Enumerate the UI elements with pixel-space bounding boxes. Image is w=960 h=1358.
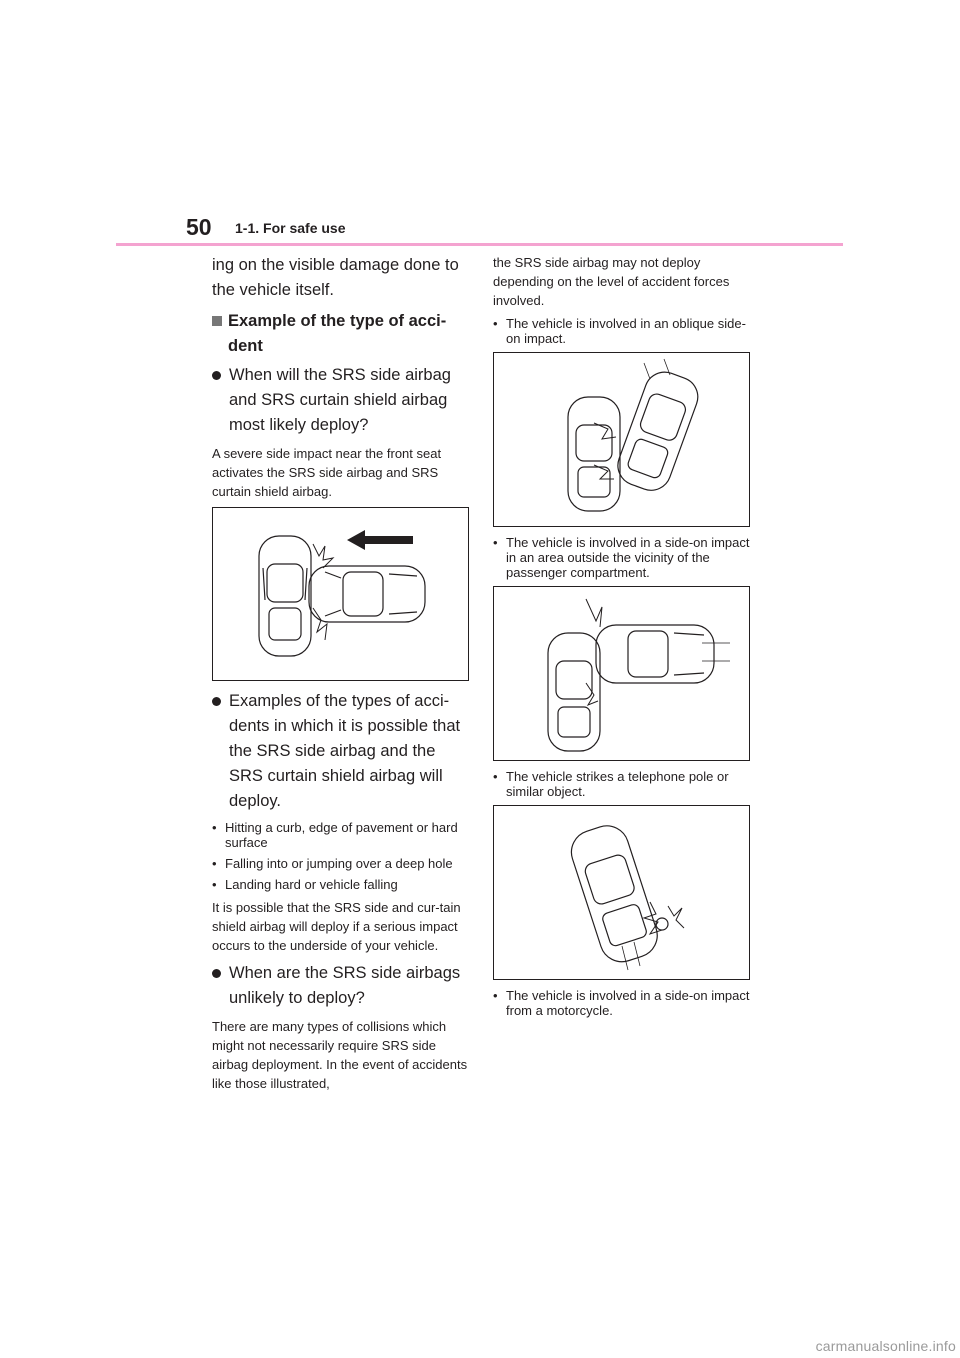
q1-heading-text: When will the SRS side airbag and SRS cu… <box>229 366 451 434</box>
list-item-text: The vehicle is involved in an oblique si… <box>506 316 746 346</box>
bullet-glyph: • <box>493 988 498 1003</box>
outside-cabin-impact-figure <box>493 586 750 761</box>
list-item: • The vehicle strikes a telephone pole o… <box>493 769 751 799</box>
section-title: 1-1. For safe use <box>235 220 346 236</box>
list-item: • The vehicle is involved in a side-on i… <box>493 535 751 580</box>
list-item: • Hitting a curb, edge of pavement or ha… <box>212 820 472 850</box>
example-heading: Example of the type of acci-dent <box>212 309 472 359</box>
q2-heading: Examples of the types of acci-dents in w… <box>212 689 472 814</box>
list-item: • The vehicle is involved in an oblique … <box>493 316 751 346</box>
oblique-impact-figure <box>493 352 750 527</box>
bullet-glyph: • <box>493 535 498 550</box>
list-item: • Landing hard or vehicle falling <box>212 877 472 892</box>
q2-heading-text: Examples of the types of acci-dents in w… <box>229 692 461 810</box>
bullet-glyph: • <box>493 769 498 784</box>
list-item-text: The vehicle strikes a telephone pole or … <box>506 769 729 799</box>
watermark: carmanualsonline.info <box>815 1338 956 1354</box>
q3-heading-text: When are the SRS side airbags unlikely t… <box>229 964 461 1007</box>
bullet-glyph: • <box>212 856 217 871</box>
example-heading-text: Example of the type of acci-dent <box>228 312 447 355</box>
bullet-glyph: • <box>212 877 217 892</box>
list-item: • The vehicle is involved in a side-on i… <box>493 988 751 1018</box>
list-item-text: Falling into or jumping over a deep hole <box>225 856 453 871</box>
q3-heading: When are the SRS side airbags unlikely t… <box>212 961 472 1011</box>
q1-text: A severe side impact near the front seat… <box>212 446 442 499</box>
intro-text: ing on the visible damage done to the ve… <box>212 256 459 299</box>
square-bullet-icon <box>212 316 222 326</box>
list-item-text: The vehicle is involved in a side-on imp… <box>506 535 750 580</box>
side-impact-figure <box>212 507 469 681</box>
list-item-text: Hitting a curb, edge of pavement or hard… <box>225 820 458 850</box>
continued-text: the SRS side airbag may not deploy depen… <box>493 255 730 308</box>
bullet-glyph: • <box>212 820 217 835</box>
right-column: the SRS side airbag may not deploy depen… <box>493 253 751 1024</box>
list-item: • Falling into or jumping over a deep ho… <box>212 856 472 871</box>
round-bullet-icon <box>212 371 221 380</box>
list-item-text: The vehicle is involved in a side-on imp… <box>506 988 750 1018</box>
header-rule <box>116 243 843 246</box>
round-bullet-icon <box>212 969 221 978</box>
q3-text: There are many types of collisions which… <box>212 1019 468 1091</box>
bullet-glyph: • <box>493 316 498 331</box>
q2-text: It is possible that the SRS side and cur… <box>212 900 461 953</box>
list-item-text: Landing hard or vehicle falling <box>225 877 398 892</box>
pole-impact-figure <box>493 805 750 980</box>
page-number: 50 <box>186 214 212 240</box>
left-column: ing on the visible damage done to the ve… <box>212 253 472 1099</box>
round-bullet-icon <box>212 697 221 706</box>
q1-heading: When will the SRS side airbag and SRS cu… <box>212 363 472 438</box>
